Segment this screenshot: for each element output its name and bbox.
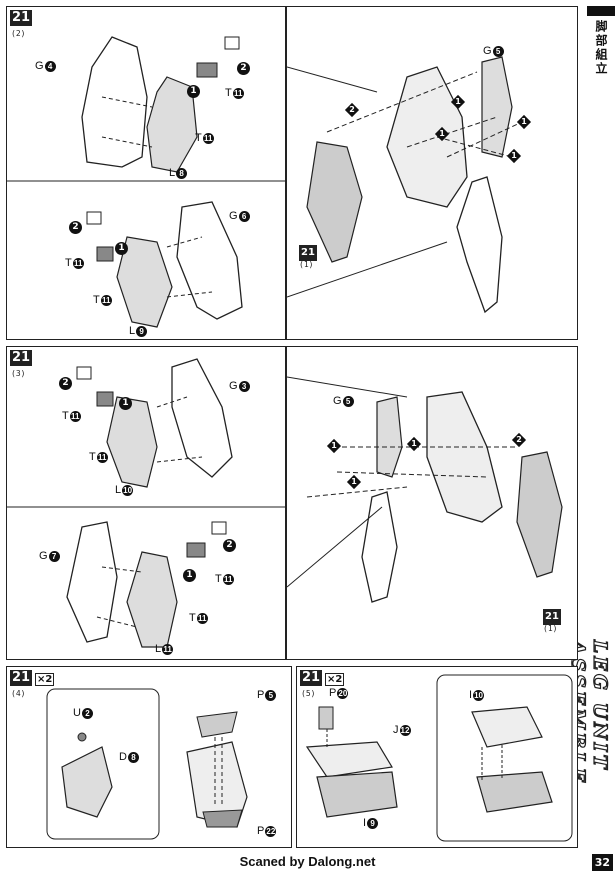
marker-1: 1 <box>119 397 132 410</box>
marker-diamond-1: 1 <box>450 94 466 110</box>
step-sub: (5) <box>301 689 316 698</box>
marker-diamond-1: 1 <box>516 114 532 130</box>
ref-step-number: 21 <box>299 245 317 261</box>
part-outline <box>81 36 148 168</box>
panel-right-bottom-drawing <box>287 376 563 603</box>
section-marker-bar <box>587 6 615 16</box>
marker-diamond-1: 1 <box>346 474 362 490</box>
marker-2: 2 <box>69 221 82 234</box>
step-sub: (4) <box>11 689 26 698</box>
step-number: 21 <box>10 350 33 366</box>
panel-step-21-2-drawing <box>7 36 287 328</box>
marker-2: 2 <box>59 377 72 390</box>
marker-1: 1 <box>183 569 196 582</box>
marker-1: 1 <box>187 85 200 98</box>
marker-1: 1 <box>115 242 128 255</box>
panel-right-top-drawing <box>287 56 523 314</box>
ref-step-sub: (1) <box>299 260 314 269</box>
marker-diamond-1: 1 <box>506 148 522 164</box>
multiplier-badge: ×2 <box>35 673 55 686</box>
ref-step-sub: (1) <box>543 624 558 633</box>
panel-step-21-3-drawing <box>7 358 287 648</box>
step-sub: (3) <box>11 369 26 378</box>
marker-2: 2 <box>223 539 236 552</box>
marker-diamond-1: 1 <box>406 436 422 452</box>
marker-diamond-1: 1 <box>326 438 342 454</box>
section-title-jp: 脚部組立 <box>594 20 608 76</box>
ref-step-number: 21 <box>543 609 561 625</box>
step-number: 21 <box>10 670 33 686</box>
marker-2: 2 <box>237 62 250 75</box>
marker-diamond-2: 2 <box>344 102 360 118</box>
footer-credit: Scaned by Dalong.net <box>239 854 376 869</box>
marker-diamond-1: 1 <box>434 126 450 142</box>
panel-step-21-4-drawing <box>46 688 248 840</box>
marker-diamond-2: 2 <box>511 432 527 448</box>
step-sub: (2) <box>11 29 26 38</box>
multiplier-badge: ×2 <box>325 673 345 686</box>
step-number: 21 <box>10 10 33 26</box>
panel-step-21-5-drawing <box>305 674 573 842</box>
step-number: 21 <box>300 670 323 686</box>
page-number: 32 <box>591 854 613 871</box>
